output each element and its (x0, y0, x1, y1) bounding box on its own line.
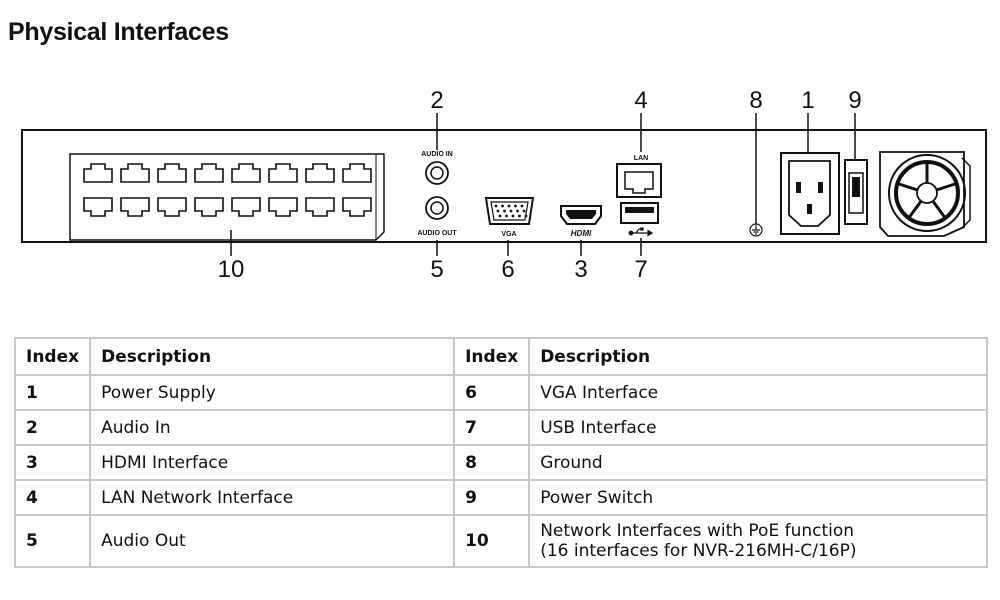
rj45-port-icon (157, 197, 187, 217)
description-cell: HDMI Interface (89, 444, 456, 481)
description-cell: VGA Interface (528, 374, 988, 411)
vga-port (484, 197, 535, 225)
index-cell: 5 (13, 514, 92, 568)
description-cell: Power Switch (528, 479, 988, 516)
hdmi-port (560, 205, 602, 225)
description-cell: USB Interface (528, 409, 988, 446)
table-row: 2 Audio In 7 USB Interface (13, 409, 988, 446)
description-cell: Power Supply (89, 374, 456, 411)
description-line: (16 interfaces for NVR-216MH-C/16P) (540, 541, 857, 561)
power-switch (844, 159, 868, 225)
fan-grille (879, 151, 971, 237)
audio-in-jack (425, 161, 449, 185)
index-cell: 2 (13, 409, 92, 446)
interfaces-table: Index Description Index Description 1 Po… (13, 337, 988, 568)
description-cell: Audio In (89, 409, 456, 446)
vga-pin (511, 214, 515, 218)
callout-2: 2 (430, 87, 443, 114)
usb-port (620, 202, 659, 224)
vga-pin (518, 214, 521, 218)
index-cell: 9 (453, 479, 531, 516)
table-row: 5 Audio Out 10 Network Interfaces with P… (13, 514, 988, 568)
rj45-port-icon (120, 197, 150, 217)
ground-icon (749, 223, 763, 237)
lan-port (616, 163, 662, 198)
power-supply-inlet (780, 152, 840, 235)
lan-label: LAN (634, 155, 648, 162)
vga-pin (520, 204, 524, 208)
rj45-port-icon (194, 197, 224, 217)
callout-1: 1 (801, 87, 814, 114)
rj45-port-icon (83, 197, 113, 217)
index-cell: 1 (13, 374, 92, 411)
table-header-row: Index Description Index Description (13, 337, 988, 376)
description-cell: LAN Network Interface (89, 479, 456, 516)
chassis-outline (21, 129, 987, 243)
description-cell: Network Interfaces with PoE function (16… (528, 514, 988, 568)
vga-pin (496, 209, 500, 213)
vga-pin (494, 204, 498, 208)
vga-pin (505, 214, 508, 218)
table-row: 3 HDMI Interface 8 Ground (13, 444, 988, 481)
header-description: Description (528, 337, 988, 376)
index-cell: 7 (453, 409, 531, 446)
callout-5: 5 (430, 256, 443, 283)
table-row: 4 LAN Network Interface 9 Power Switch (13, 479, 988, 516)
header-description: Description (89, 337, 456, 376)
rj45-port-icon (120, 163, 150, 183)
callout-8: 8 (749, 87, 762, 114)
rj45-port-icon (268, 163, 298, 183)
rj45-port-icon (342, 197, 372, 217)
rj45-port-icon (342, 163, 372, 183)
description-cell: Audio Out (89, 514, 456, 568)
description-line: Network Interfaces with PoE function (540, 521, 855, 541)
page-title: Physical Interfaces (8, 18, 229, 46)
index-cell: 3 (13, 444, 92, 481)
callout-4: 4 (634, 87, 647, 114)
poe-ports-block (69, 153, 385, 241)
vga-pin (524, 214, 528, 218)
vga-pin (522, 209, 526, 213)
index-cell: 8 (453, 444, 531, 481)
rj45-port-icon (305, 197, 335, 217)
rj45-port-icon (157, 163, 187, 183)
audio-out-jack (425, 196, 449, 220)
rj45-port-icon (231, 163, 261, 183)
vga-pin (509, 209, 513, 213)
index-cell: 6 (453, 374, 531, 411)
table-row: 1 Power Supply 6 VGA Interface (13, 374, 988, 411)
rj45-port-icon (83, 163, 113, 183)
callout-6: 6 (501, 256, 514, 283)
callout-leaders (230, 113, 856, 256)
audio-in-label: AUDIO IN (421, 151, 453, 158)
vga-pin (503, 209, 506, 213)
vga-pin (507, 204, 511, 208)
hdmi-logo-text: HDMI (571, 229, 592, 238)
vga-pin (501, 204, 504, 208)
rj45-port-icon (194, 163, 224, 183)
vga-label: VGA (501, 231, 516, 238)
callout-10: 10 (218, 256, 245, 283)
usb-icon (628, 227, 654, 237)
callout-7: 7 (634, 256, 647, 283)
audio-out-label: AUDIO OUT (417, 230, 457, 237)
rear-panel-diagram: AUDIO IN AUDIO OUT VGA HDMI LAN (21, 87, 987, 283)
rj45-port-icon (305, 163, 335, 183)
callout-3: 3 (574, 256, 587, 283)
index-cell: 4 (13, 479, 92, 516)
vga-pin (498, 214, 502, 218)
rj45-port-icon (268, 197, 298, 217)
header-index: Index (453, 337, 531, 376)
header-index: Index (13, 337, 92, 376)
index-cell: 10 (453, 514, 531, 568)
rj45-port-icon (231, 197, 261, 217)
callout-9: 9 (848, 87, 861, 114)
description-cell: Ground (528, 444, 988, 481)
vga-pin (514, 204, 517, 208)
vga-pin (516, 209, 519, 213)
